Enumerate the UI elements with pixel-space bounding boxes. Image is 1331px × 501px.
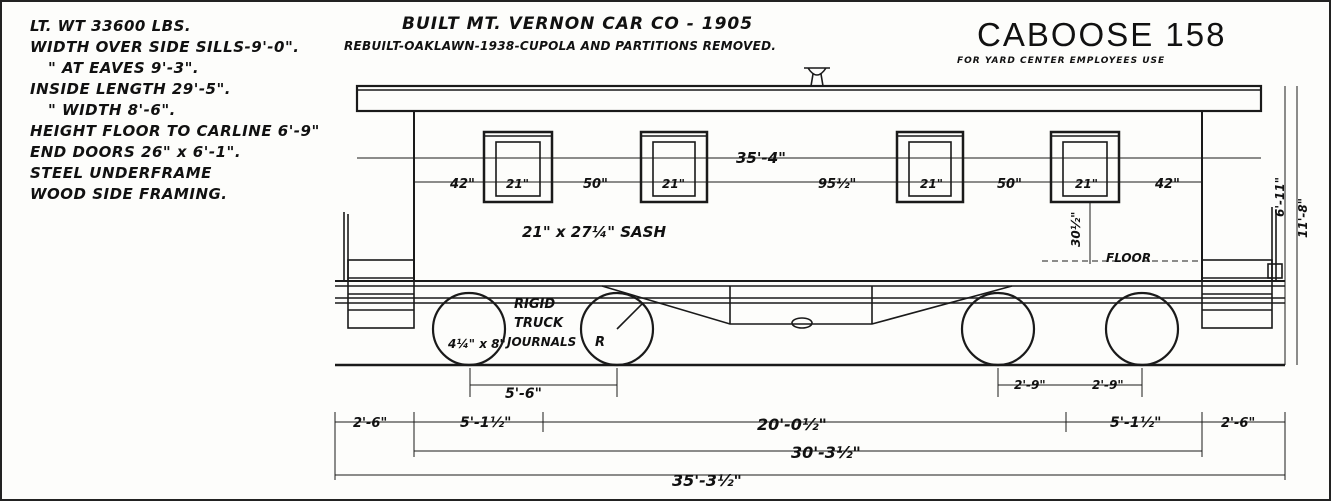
wheel — [960, 291, 1036, 367]
truss-rods — [601, 285, 1013, 325]
spec-line: END DOORS 26" x 6'-1". — [30, 143, 242, 161]
truck-label: RIGID — [514, 297, 555, 312]
spec-line: LT. WT 33600 LBS. — [30, 17, 192, 35]
wheel — [431, 291, 507, 367]
window-1 — [482, 130, 554, 204]
left-steps — [343, 212, 415, 329]
drawing-title: CABOOSE 158 — [977, 16, 1227, 53]
spec-line: HEIGHT FLOOR TO CARLINE 6'-9" — [30, 122, 320, 140]
wheel — [1104, 291, 1180, 367]
dim-sill-height: 30½" — [1069, 212, 1083, 247]
window-4 — [1049, 130, 1121, 204]
wheel-radius: R — [595, 335, 605, 350]
window-2 — [639, 130, 709, 204]
dim-window-width: 21" — [1075, 177, 1098, 191]
wheel — [579, 291, 655, 367]
dim-inside-length: 35'-4" — [736, 149, 786, 167]
dim-truck-center-right: 5'-1½" — [1110, 415, 1161, 431]
dim-end-left: 2'-6" — [353, 416, 387, 431]
dim-center-span: 20'-0½" — [757, 415, 827, 434]
dim-window-gap: 50" — [583, 177, 608, 192]
truck-label: TRUCK — [514, 316, 564, 331]
dim-window-gap: 50" — [997, 177, 1022, 192]
dim-truck-center-left: 5'-1½" — [460, 415, 511, 431]
floor-label: FLOOR — [1106, 251, 1151, 265]
dim-height-total: 11'-8" — [1296, 198, 1310, 238]
builder-note: BUILT MT. VERNON CAR CO - 1905 — [402, 14, 754, 34]
dim-window-width: 21" — [920, 177, 943, 191]
dim-height-upper: 6'-11" — [1273, 177, 1287, 217]
window-3 — [895, 130, 965, 204]
dim-over-all: 35'-3½" — [672, 471, 742, 490]
spec-line: STEEL UNDERFRAME — [30, 164, 212, 182]
dim-wheelbase-right-1: 2'-9" — [1014, 378, 1046, 392]
specifications-block: LT. WT 33600 LBS. WIDTH OVER SIDE SILLS-… — [30, 16, 320, 205]
dim-wheelbase-left: 5'-6" — [505, 386, 542, 402]
dim-window-mid-gap: 95½" — [818, 177, 856, 192]
spec-line: INSIDE LENGTH 29'-5". — [30, 80, 231, 98]
dim-window-end-right: 42" — [1154, 177, 1180, 192]
rebuilt-note: REBUILT-OAKLAWN-1938-CUPOLA AND PARTITIO… — [344, 39, 777, 53]
right-steps — [1201, 207, 1283, 329]
brake-wheel — [804, 67, 830, 87]
truck-label: JOURNALS — [505, 335, 576, 349]
dim-end-right: 2'-6" — [1221, 416, 1255, 431]
dim-wheelbase-right-2: 2'-9" — [1092, 378, 1124, 392]
journal-size: 4¼" x 8" — [447, 337, 506, 351]
spec-line: " AT EAVES 9'-3". — [48, 59, 200, 77]
sash-label: 21" x 27¼" SASH — [522, 223, 666, 241]
dim-over-body: 30'-3½" — [791, 443, 861, 462]
spec-line: WIDTH OVER SIDE SILLS-9'-0". — [30, 38, 300, 56]
dim-window-width: 21" — [662, 177, 685, 191]
spec-line: " WIDTH 8'-6". — [48, 101, 176, 119]
drawing-subtitle: FOR YARD CENTER EMPLOYEES USE — [957, 56, 1166, 66]
spec-line: WOOD SIDE FRAMING. — [30, 185, 228, 203]
dim-window-width: 21" — [506, 177, 529, 191]
dim-window-end-left: 42" — [449, 177, 475, 192]
